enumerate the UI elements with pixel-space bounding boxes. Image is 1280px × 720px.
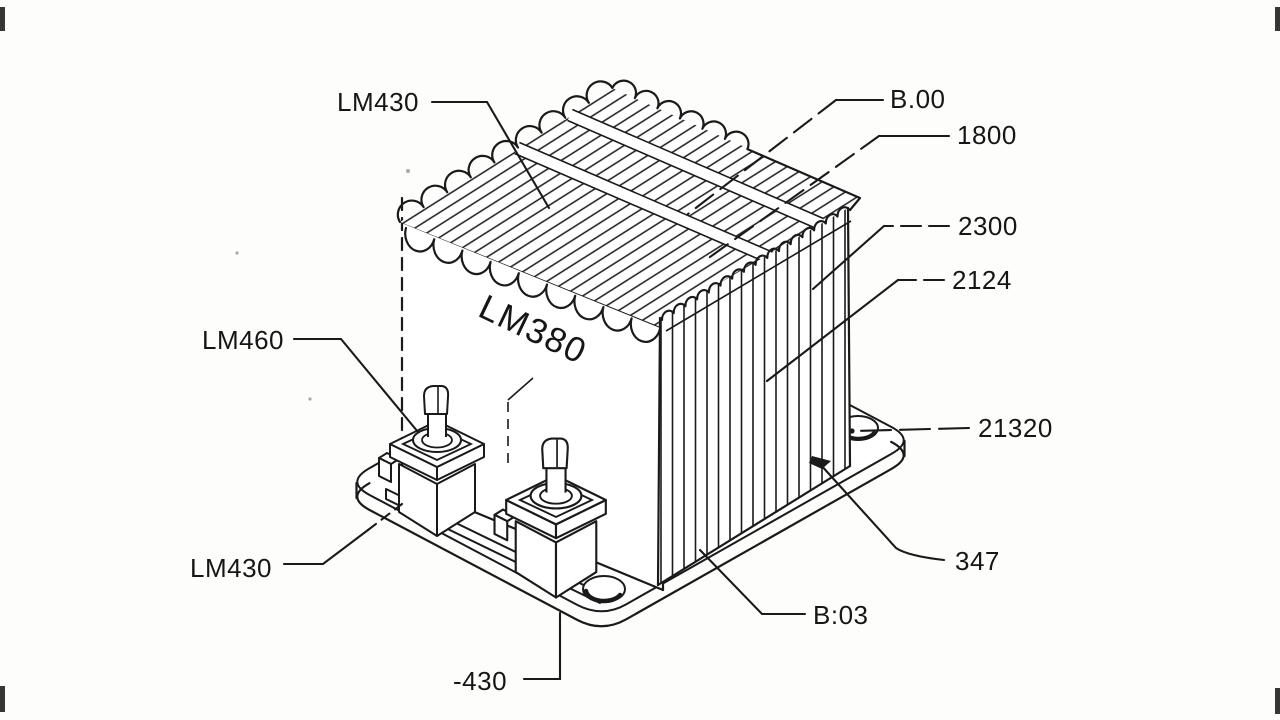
paper-speck xyxy=(235,251,239,255)
side-fin-curved-tops xyxy=(660,206,851,322)
fin-hooks-front-left xyxy=(396,80,614,224)
side-fin-array xyxy=(656,206,852,587)
scan-marks xyxy=(0,7,1280,714)
leader-lm430-top xyxy=(430,100,551,210)
scan-mark xyxy=(1275,688,1280,714)
callout-430: -430 xyxy=(453,666,507,696)
fin-cross-channel-2 xyxy=(567,108,824,231)
leader-21320-endpoint xyxy=(849,428,855,434)
mounting-hole-front xyxy=(582,575,626,604)
callout-lm460: LM460 xyxy=(202,325,284,355)
leader-347 xyxy=(818,462,946,562)
side-fin-fold-line xyxy=(665,220,852,332)
callout-lm430-bottom: LM430 xyxy=(190,553,272,583)
leader-lm460 xyxy=(292,337,420,434)
leader-1800-dashed xyxy=(701,134,881,264)
leader-lines xyxy=(282,98,971,681)
leader-21320 xyxy=(850,426,971,433)
paper-speck xyxy=(308,397,312,401)
scan-mark xyxy=(1275,7,1280,31)
callout-lm430-top: LM430 xyxy=(337,87,419,117)
scan-mark xyxy=(0,686,5,712)
leader-2124 xyxy=(765,278,900,383)
leader-2300 xyxy=(811,224,886,291)
leader-347-tick xyxy=(809,456,831,469)
fin-feet-front xyxy=(404,226,661,343)
callout-b00: B.00 xyxy=(890,84,946,114)
paper-speck xyxy=(406,169,410,173)
leader-b00-dashed xyxy=(686,98,838,216)
leader-lm430-bottom xyxy=(282,528,370,566)
leader-lm430-bottom-dashed xyxy=(366,502,404,532)
callout-21320: 21320 xyxy=(978,413,1053,443)
leader-b03 xyxy=(698,548,807,616)
callout-2300: 2300 xyxy=(958,211,1018,241)
callout-labels: LM430 B.00 1800 2300 2124 21320 347 B:03… xyxy=(190,84,1053,696)
scan-mark xyxy=(0,7,5,31)
callout-2124: 2124 xyxy=(952,265,1012,295)
callout-b03: B:03 xyxy=(813,600,869,630)
fin-bumps-back xyxy=(611,79,862,212)
face-detail-line xyxy=(507,377,534,401)
side-fin-field xyxy=(658,208,850,585)
leader-430 xyxy=(522,611,562,681)
callout-1800: 1800 xyxy=(957,120,1017,150)
callout-347: 347 xyxy=(955,546,1000,576)
